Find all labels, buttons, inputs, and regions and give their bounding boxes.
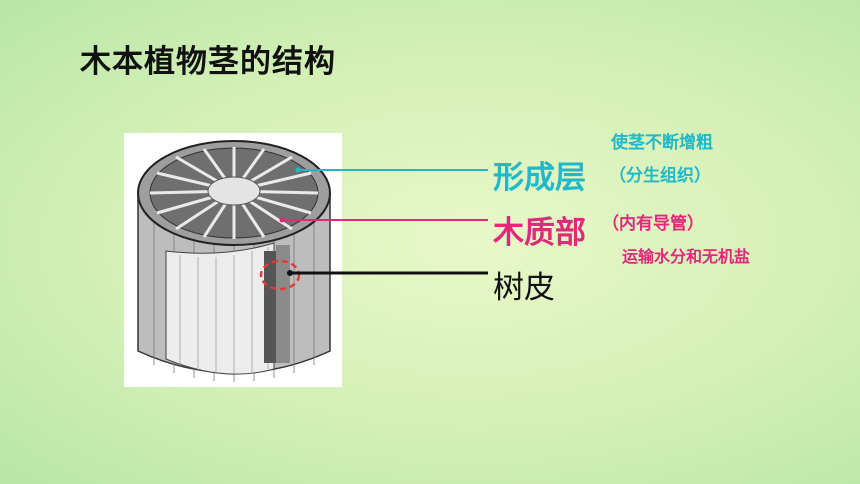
xylem-note-vessels: （内有导管）: [602, 214, 704, 234]
cambium-label: 形成层: [493, 160, 586, 196]
xylem-note-function: 运输水分和无机盐: [622, 247, 751, 266]
slide-title: 木本植物茎的结构: [80, 44, 336, 80]
bark-highlight-circle: [259, 259, 301, 291]
bark-label: 树皮: [493, 270, 555, 306]
stem-cross-section-illustration: [124, 133, 342, 387]
cambium-note-tissue: （分生组织）: [609, 166, 711, 186]
xylem-label: 木质部: [493, 215, 586, 251]
cambium-note-function: 使茎不断增粗: [611, 133, 713, 153]
